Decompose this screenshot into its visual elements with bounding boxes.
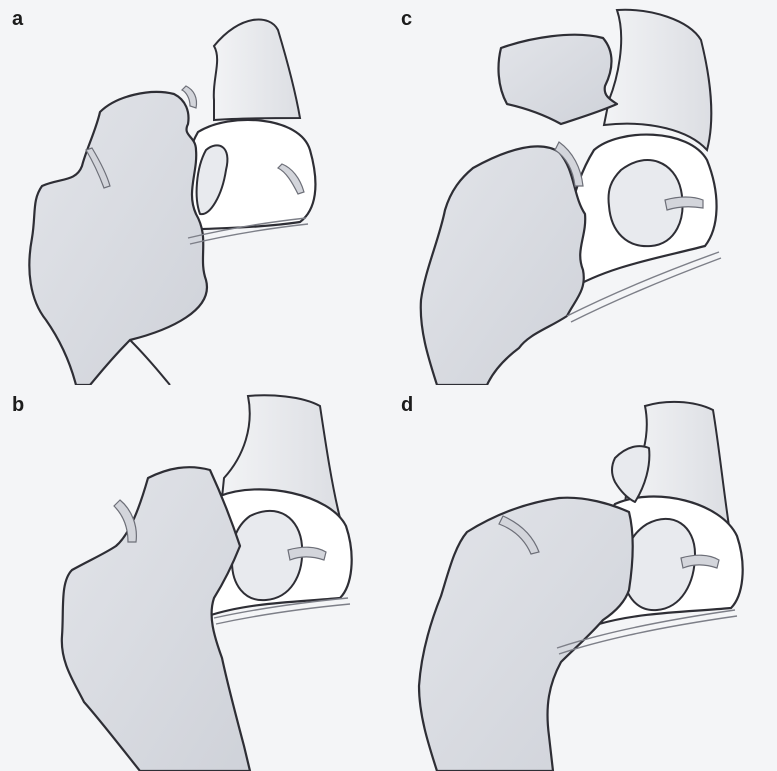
- panel-a-illustration: [0, 0, 388, 385]
- bone-lower-edge: [130, 340, 170, 385]
- panel-c-illustration: [389, 0, 777, 385]
- main-bone: [29, 92, 207, 385]
- panel-label-a: a: [12, 8, 23, 31]
- panel-b-illustration: [0, 386, 388, 771]
- upper-bone-shaft: [604, 10, 711, 150]
- upper-bone-shaft: [214, 19, 300, 120]
- panel-label-b: b: [12, 394, 24, 417]
- panel-label-d: d: [401, 394, 413, 417]
- panel-c: c: [389, 0, 777, 385]
- main-bone: [62, 467, 250, 771]
- panel-a: a: [0, 0, 388, 385]
- detached-fragment: [499, 35, 617, 124]
- main-bone: [421, 146, 585, 385]
- panel-label-c: c: [401, 8, 412, 31]
- panel-d: d: [389, 386, 777, 771]
- panel-b: b: [0, 386, 388, 771]
- panel-d-illustration: [389, 386, 777, 771]
